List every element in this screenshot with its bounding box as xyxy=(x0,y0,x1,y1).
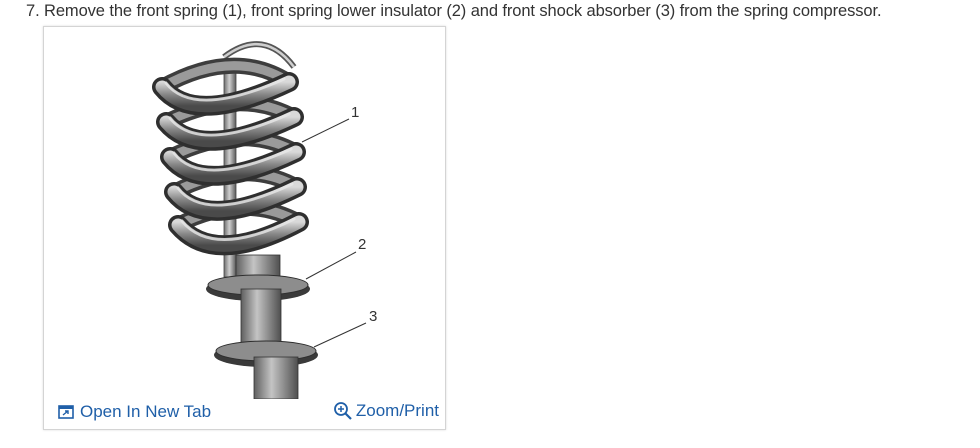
zoom-in-icon xyxy=(333,402,352,420)
zoom-print-label: Zoom/Print xyxy=(355,401,439,420)
open-in-new-tab-link[interactable]: Open In New Tab xyxy=(58,402,211,422)
open-in-new-tab-label: Open In New Tab xyxy=(80,402,212,421)
figure-footer: Open In New Tab Zoom/Print xyxy=(44,399,445,429)
callout-2: 2 xyxy=(358,236,366,253)
spring-illustration: 1 2 3 xyxy=(152,41,377,399)
callout-3: 3 xyxy=(369,308,377,325)
step-instruction: 7. Remove the front spring (1), front sp… xyxy=(26,2,882,20)
figure-container: 1 2 3 Open In New Tab Zoom/Print xyxy=(43,26,446,430)
callout-1: 1 xyxy=(351,104,359,121)
open-new-tab-icon xyxy=(58,405,74,419)
zoom-print-link[interactable]: Zoom/Print xyxy=(333,401,439,421)
